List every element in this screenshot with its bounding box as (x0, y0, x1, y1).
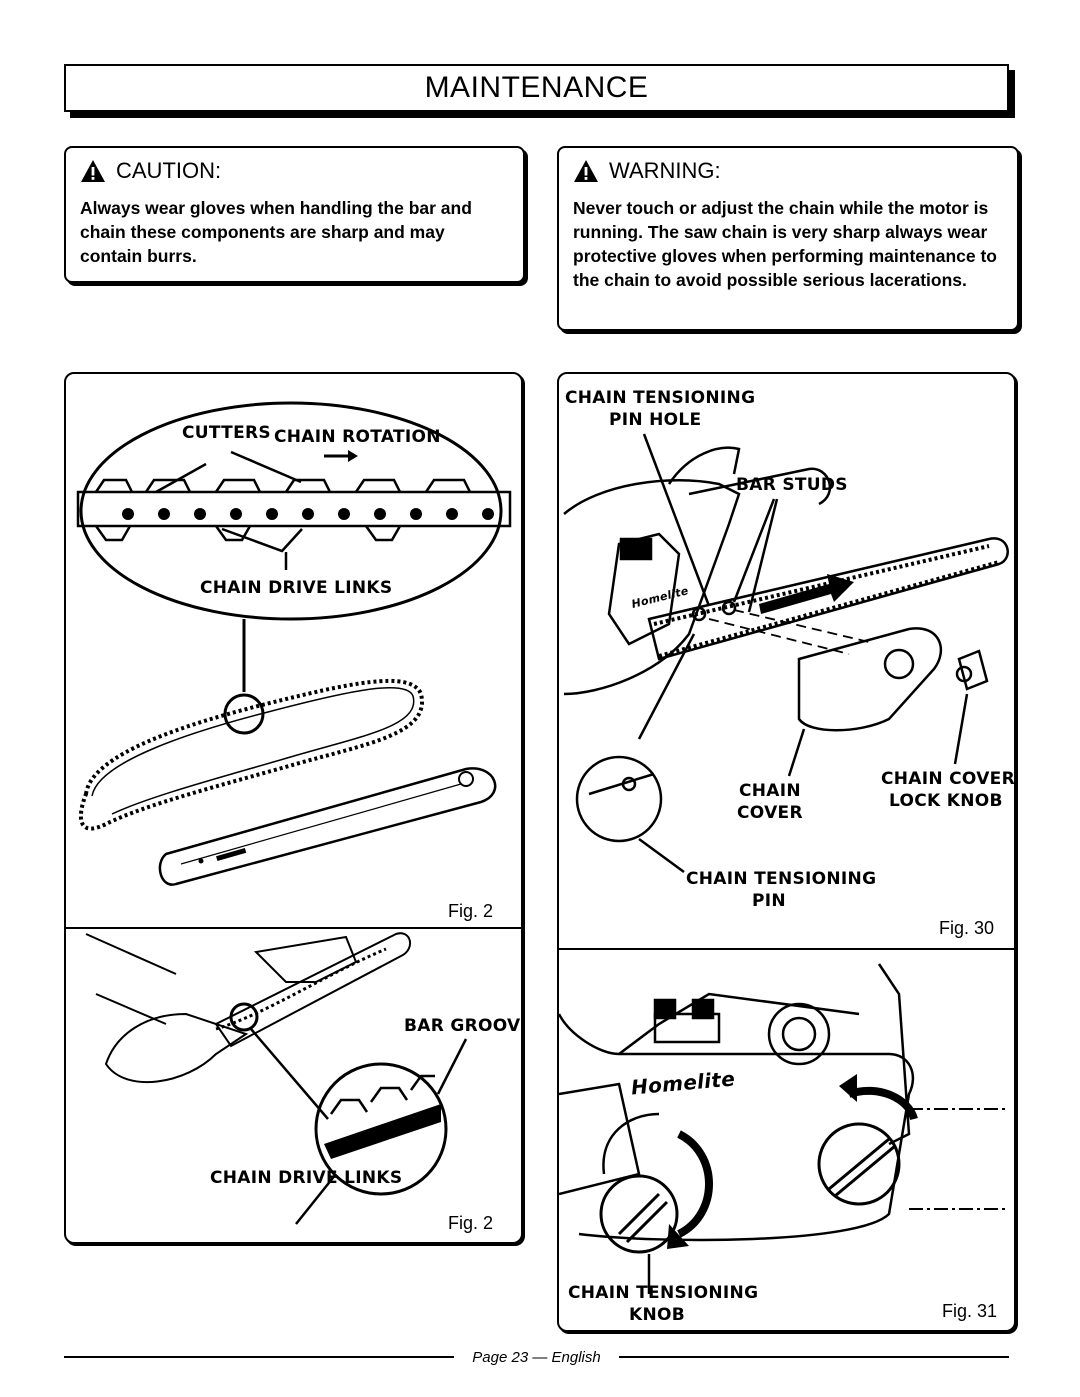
footer-rule-left (64, 1356, 455, 1358)
label-bar-studs: BAR STUDS (736, 475, 848, 495)
label-lock-knob-2: LOCK KNOB (889, 791, 1003, 811)
label-knob-1: CHAIN TENSIONING (568, 1283, 759, 1303)
chainsaw-illustration (559, 433, 1009, 1294)
caution-notice: CAUTION: Always wear gloves when handlin… (64, 146, 525, 283)
label-lock-knob-1: CHAIN COVER (881, 769, 1015, 789)
label-knob-2: KNOB (629, 1305, 686, 1325)
warning-notice: WARNING: Never touch or adjust the chain… (557, 146, 1019, 331)
warning-text: Never touch or adjust the chain while th… (573, 198, 997, 290)
page-footer: Page 23 — English (64, 1346, 1010, 1368)
caution-text: Always wear gloves when handling the bar… (80, 198, 472, 266)
label-chain-cover-1: CHAIN (739, 781, 801, 801)
label-pin-hole-1: CHAIN TENSIONING (565, 388, 756, 408)
fig2-bottom-label: Fig. 2 (448, 1213, 494, 1233)
label-cutters: CUTTERS (182, 423, 271, 443)
warning-heading: WARNING: (573, 158, 1005, 184)
label-chain-drive-links-lower: CHAIN DRIVE LINKS (210, 1168, 403, 1188)
label-chain-rotation: CHAIN ROTATION (274, 427, 441, 447)
fig2-top-label: Fig. 2 (448, 901, 494, 921)
label-chain-drive-links: CHAIN DRIVE LINKS (200, 578, 393, 598)
caution-heading: CAUTION: (80, 158, 511, 184)
fig31-label: Fig. 31 (942, 1301, 998, 1321)
section-title: MAINTENANCE (424, 71, 649, 104)
fig2-panel: CUTTERS CHAIN ROTATION CHAIN DRIVE LINKS… (64, 372, 523, 1244)
caution-heading-text: CAUTION: (116, 158, 222, 183)
label-chain-cover-2: COVER (737, 803, 803, 823)
fig30-divider (559, 948, 1014, 950)
warning-triangle-icon (81, 160, 105, 182)
label-pin-2: PIN (752, 891, 786, 911)
page-number: Page 23 — English (472, 1348, 601, 1366)
fig2-divider (66, 927, 521, 929)
chain-and-bar-illustration (76, 401, 512, 1225)
warning-heading-text: WARNING: (609, 158, 721, 183)
fig30-31-panel: CHAIN TENSIONING PIN HOLE BAR STUDS Home… (557, 372, 1016, 1332)
warning-triangle-icon (574, 160, 598, 182)
label-bar-groove: BAR GROOVE (404, 1016, 523, 1036)
footer-rule-right (618, 1356, 1010, 1358)
label-pin-hole-2: PIN HOLE (609, 410, 702, 430)
label-pin-1: CHAIN TENSIONING (686, 869, 877, 889)
fig30-label: Fig. 30 (939, 918, 995, 938)
section-title-box: MAINTENANCE (64, 64, 1009, 112)
